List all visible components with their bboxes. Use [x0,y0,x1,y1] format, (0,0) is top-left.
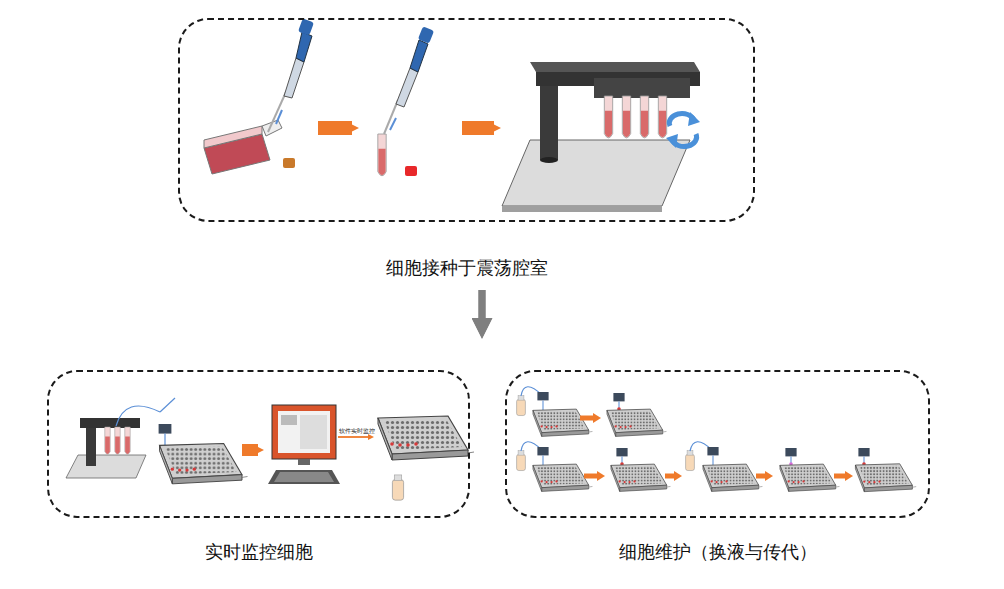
dashed-panel: 实时监控细胞 [47,370,470,518]
pipette [268,18,314,132]
panel-caption: 细胞接种于震荡腔室 [386,256,548,280]
step-arrow [318,121,352,135]
medium-bottle [392,475,403,500]
flow-arrow [479,290,486,322]
dashed-panel: 细胞维护（换液与传代） [505,370,930,518]
computer [268,405,340,484]
panel-caption: 细胞维护（换液与传代） [619,540,817,564]
monitoring-setup [66,398,248,484]
maintenance-steps [517,387,917,492]
dashed-panel: 细胞接种于震荡腔室 [178,18,755,222]
monitor-arrow [338,436,368,438]
flow-arrow [479,290,486,322]
centrifuge-tube [378,26,434,176]
step-arrow [462,121,494,135]
panel-caption: 实时监控细胞 [205,540,313,564]
culture-flask [204,120,295,174]
well-plate [378,416,474,460]
step-arrow [242,444,258,456]
arrow-label: 软件实时监控 [338,428,376,434]
shaker-stand [502,62,700,212]
